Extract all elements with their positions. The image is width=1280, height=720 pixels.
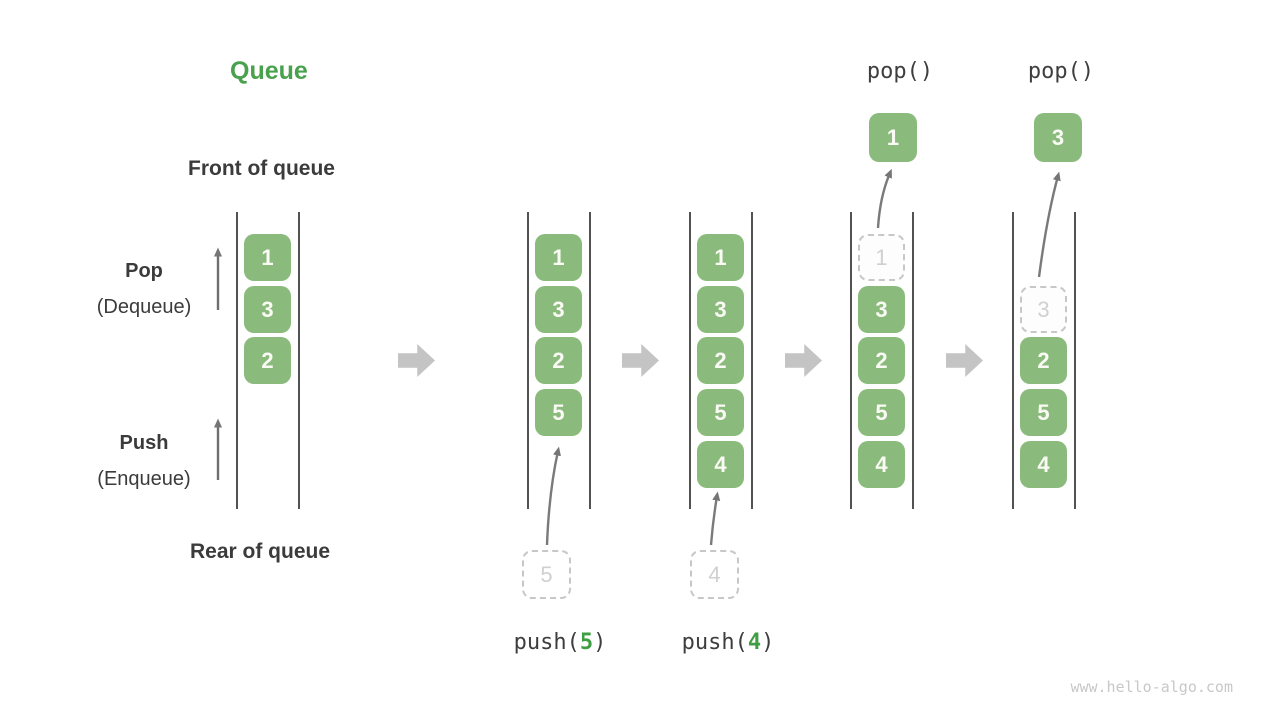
queue-cell: 1 <box>697 234 744 281</box>
queue-cell: 2 <box>697 337 744 384</box>
push-call-arg: 5 <box>579 630 594 655</box>
queue-cell: 2 <box>858 337 905 384</box>
queue-cell: 1 <box>535 234 582 281</box>
rear-of-queue-label: Rear of queue <box>190 540 331 563</box>
queue-cell: 4 <box>1020 441 1067 488</box>
queue-cell: 5 <box>535 389 582 436</box>
popped-value-box-3: 3 <box>1034 113 1082 162</box>
watermark: www.hello-algo.com <box>1070 678 1233 696</box>
queue-cell: 4 <box>697 441 744 488</box>
transition-arrow-icon <box>398 344 435 377</box>
queue-cell: 1 <box>244 234 291 281</box>
queue-state-after-pop-3: 3 2 5 4 <box>1012 212 1076 509</box>
queue-cell: 5 <box>858 389 905 436</box>
popped-value-box-1: 1 <box>869 113 917 162</box>
queue-state-initial: 1 3 2 <box>236 212 300 509</box>
diagram-title: Queue <box>230 57 308 85</box>
dequeue-label: (Dequeue) <box>96 296 192 318</box>
pop-call-label-2: pop() <box>1027 59 1095 84</box>
queue-cell: 2 <box>1020 337 1067 384</box>
incoming-value-box-5: 5 <box>522 550 571 599</box>
pop-label: Pop <box>125 260 163 282</box>
push-call-suffix: ) <box>761 630 775 655</box>
queue-cell: 4 <box>858 441 905 488</box>
push-call-prefix: push( <box>681 630 748 655</box>
queue-cell: 2 <box>244 337 291 384</box>
incoming-value-box-4: 4 <box>690 550 739 599</box>
queue-state-after-push-4: 1 3 2 5 4 <box>689 212 753 509</box>
transition-arrow-icon <box>622 344 659 377</box>
queue-cell: 2 <box>535 337 582 384</box>
queue-cell: 5 <box>697 389 744 436</box>
queue-cell: 3 <box>535 286 582 333</box>
enqueue-label: (Enqueue) <box>97 468 191 490</box>
queue-cell: 3 <box>697 286 744 333</box>
queue-cell-ghost: 3 <box>1020 286 1067 333</box>
push-call-arg: 4 <box>747 630 762 655</box>
front-of-queue-label: Front of queue <box>188 157 335 180</box>
queue-cell-ghost: 1 <box>858 234 905 281</box>
push-call-suffix: ) <box>593 630 607 655</box>
queue-cell: 3 <box>858 286 905 333</box>
queue-state-after-pop-1: 1 3 2 5 4 <box>850 212 914 509</box>
queue-cell: 5 <box>1020 389 1067 436</box>
push-call-label-4: push(4) <box>672 630 784 655</box>
transition-arrow-icon <box>785 344 822 377</box>
queue-cell: 3 <box>244 286 291 333</box>
queue-state-after-push-5: 1 3 2 5 <box>527 212 591 509</box>
transition-arrow-icon <box>946 344 983 377</box>
push-call-prefix: push( <box>513 630 580 655</box>
push-call-label-5: push(5) <box>504 630 616 655</box>
pop-call-label-1: pop() <box>866 59 934 84</box>
push-label: Push <box>119 432 169 454</box>
